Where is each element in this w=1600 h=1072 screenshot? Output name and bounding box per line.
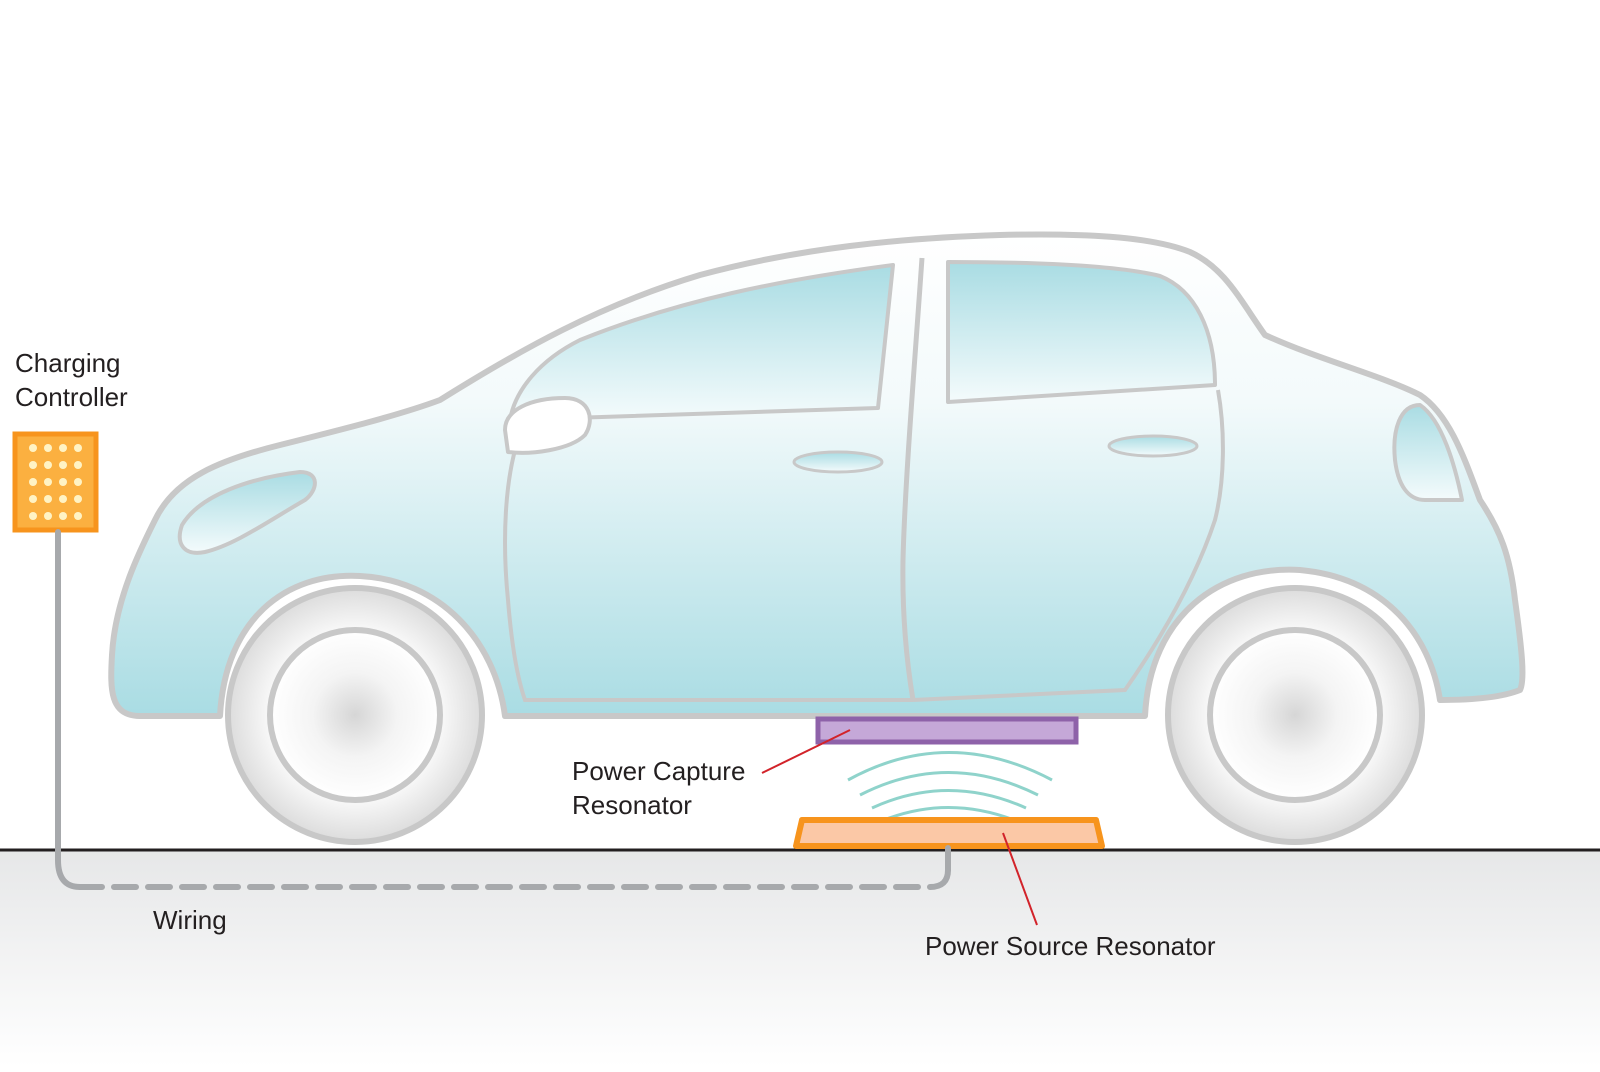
controller-light — [74, 478, 82, 486]
controller-light — [29, 444, 37, 452]
power-capture-label-line1: Power Capture — [572, 756, 746, 786]
power-capture-label-line2: Resonator — [572, 790, 692, 820]
controller-light — [29, 512, 37, 520]
controller-light — [74, 495, 82, 503]
charging-controller-label-line1: Charging — [15, 348, 121, 378]
controller-light — [29, 478, 37, 486]
rear-door — [912, 389, 1225, 702]
power-capture-leader — [761, 729, 851, 774]
controller-light — [59, 444, 67, 452]
controller-light — [74, 512, 82, 520]
controller-light — [59, 512, 67, 520]
controller-light — [74, 461, 82, 469]
front-door — [503, 439, 913, 702]
taillight — [1392, 403, 1464, 502]
charging-controller-lights — [29, 444, 82, 520]
wiring-label: Wiring — [153, 905, 227, 935]
front-door-handle — [792, 450, 884, 474]
ground — [0, 850, 1600, 1067]
power-source-resonator — [793, 817, 1105, 849]
controller-light — [44, 495, 52, 503]
rear-door-handle — [1107, 434, 1199, 458]
front-side-window — [508, 263, 895, 422]
controller-light — [29, 461, 37, 469]
power-capture-resonator — [815, 716, 1079, 745]
controller-light — [29, 495, 37, 503]
front-wheel — [225, 585, 485, 845]
controller-light — [59, 478, 67, 486]
charging-controller-box — [12, 431, 99, 533]
side-mirror — [503, 396, 592, 455]
controller-light — [74, 444, 82, 452]
power-source-leader — [1002, 832, 1038, 926]
rear-side-window — [946, 260, 1217, 404]
rear-wheel — [1165, 585, 1425, 845]
controller-light — [44, 478, 52, 486]
wiring — [55, 529, 951, 890]
power-source-label: Power Source Resonator — [925, 931, 1216, 961]
controller-light — [44, 444, 52, 452]
controller-light — [44, 461, 52, 469]
controller-light — [59, 495, 67, 503]
energy-waves — [847, 751, 1053, 822]
b-pillar — [900, 257, 925, 701]
controller-light — [44, 512, 52, 520]
charging-controller-label-line2: Controller — [15, 382, 128, 412]
headlight — [177, 470, 317, 555]
controller-light — [59, 461, 67, 469]
